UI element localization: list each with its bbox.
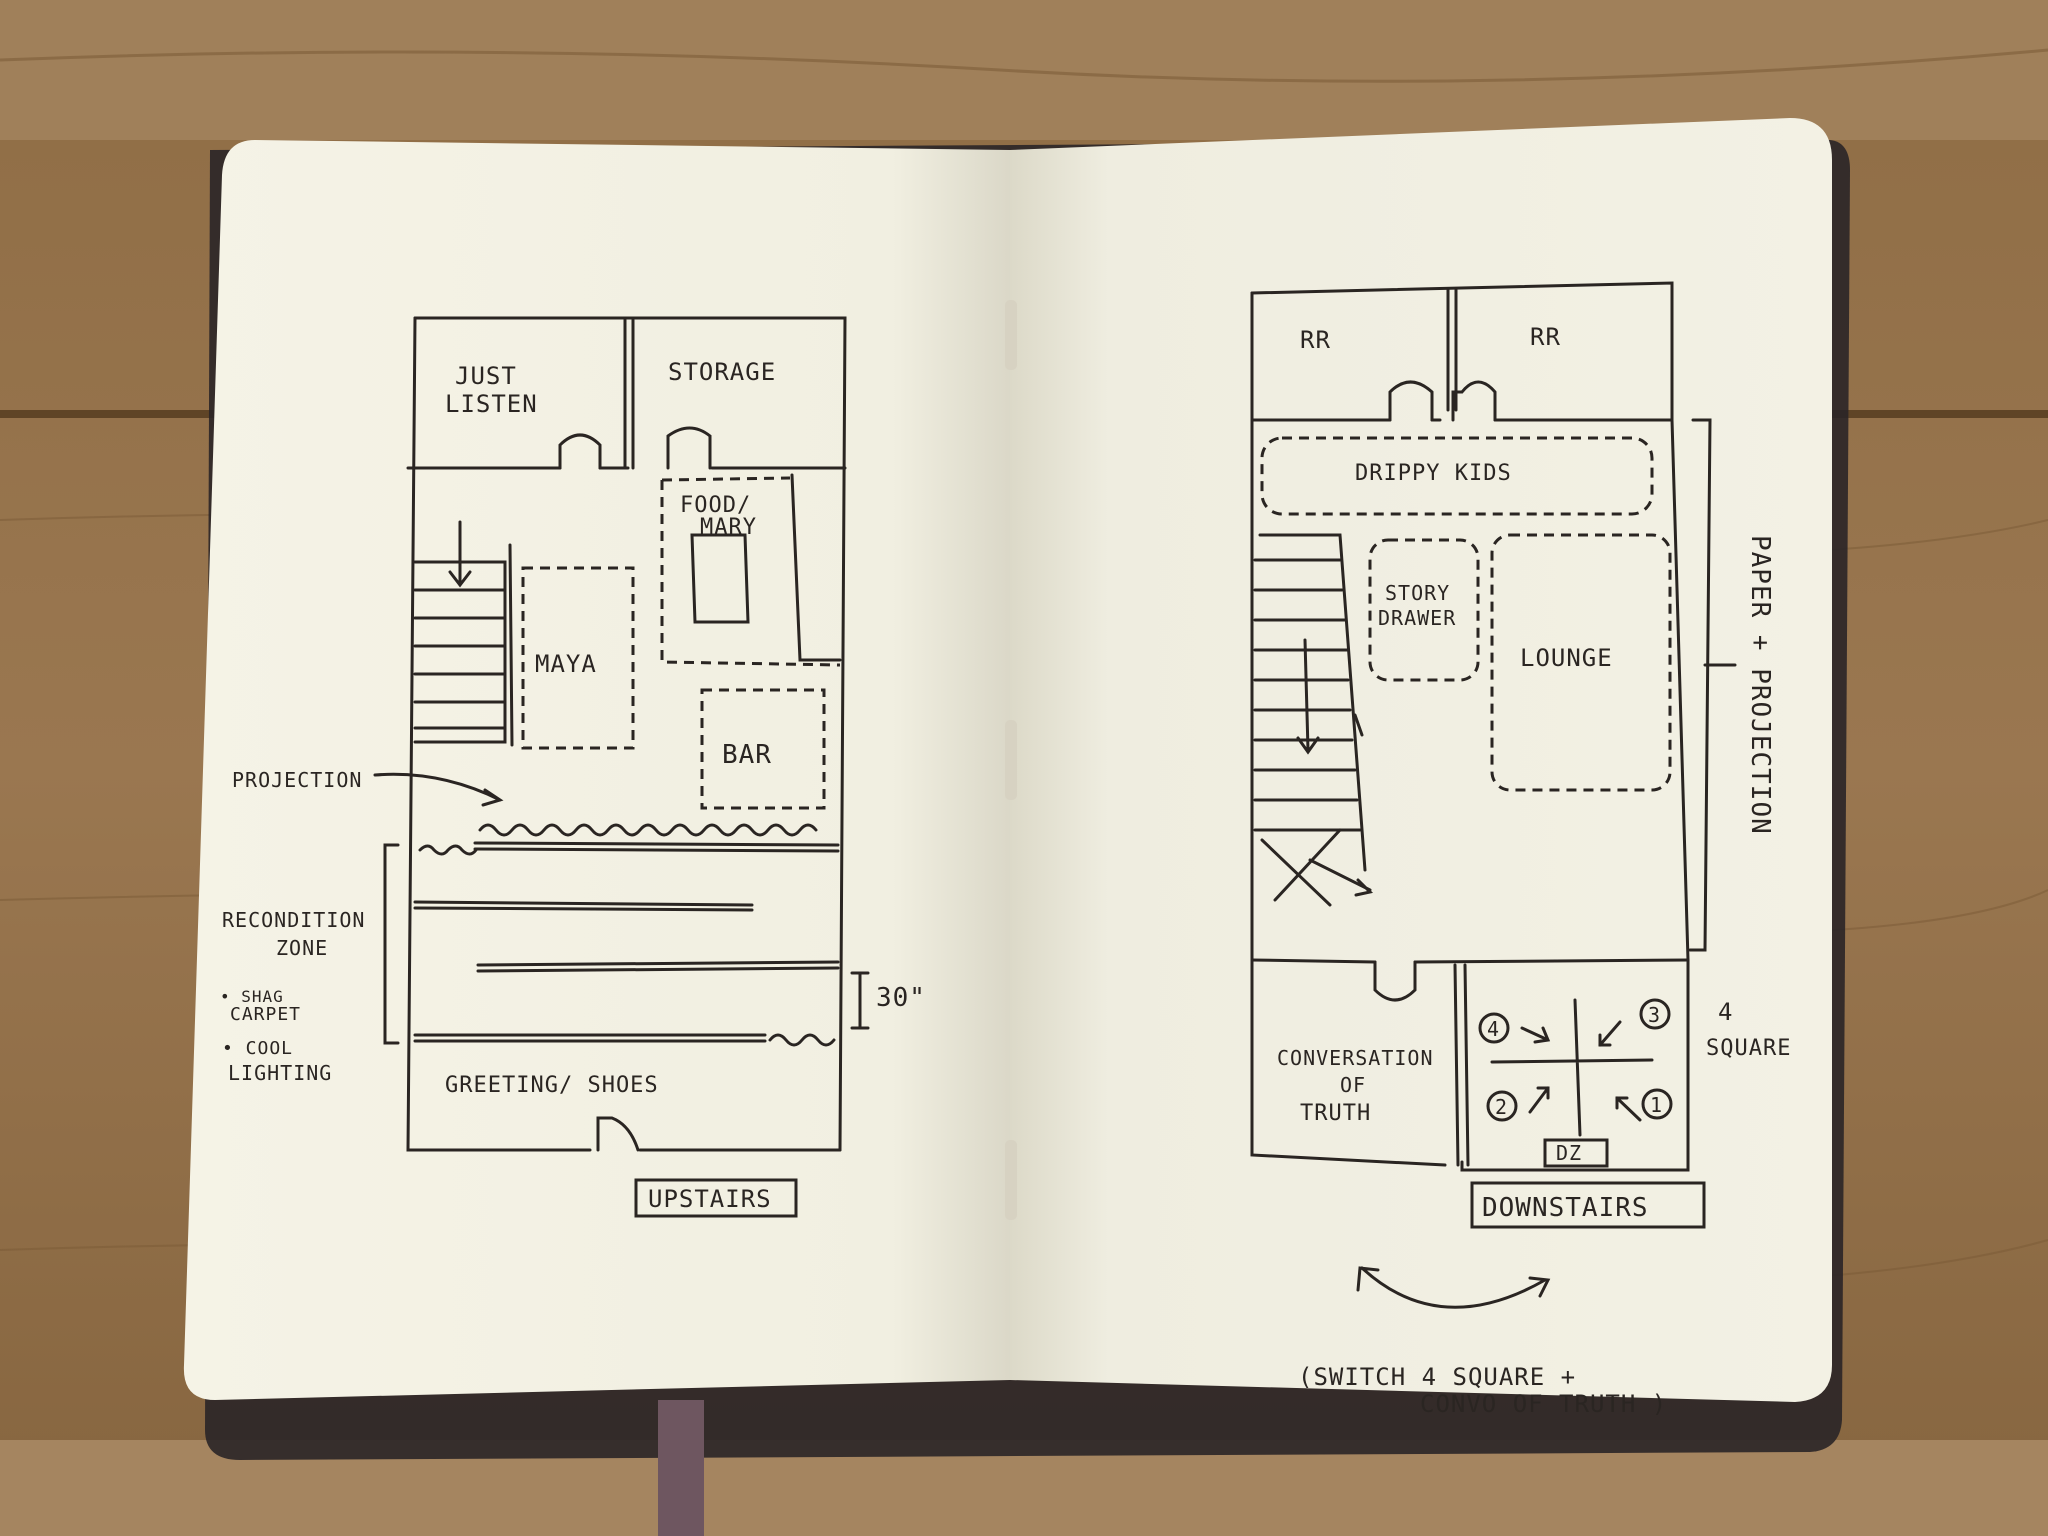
note-cool-2: LIGHTING	[228, 1061, 332, 1085]
room-lounge: LOUNGE	[1520, 644, 1613, 672]
note-shag: • SHAG	[220, 987, 284, 1006]
four-square-num-3: 3	[1648, 1003, 1661, 1027]
note-shag-2: CARPET	[230, 1004, 301, 1025]
upstairs-title-box	[634, 1178, 798, 1218]
label-four-square-2: SQUARE	[1706, 1036, 1791, 1061]
room-storage: STORAGE	[668, 358, 776, 386]
downstairs-plan	[1250, 281, 1737, 1309]
four-square-num-2: 2	[1495, 1095, 1508, 1119]
note-projection: PROJECTION	[232, 768, 362, 792]
room-just-listen: JUST	[455, 362, 517, 390]
upstairs-labels: JUST LISTEN STORAGE FOOD/ MARY MAYA BAR …	[220, 358, 926, 1218]
four-square-num-1: 1	[1650, 1093, 1663, 1117]
note-paper-projection: PAPER + PROJECTION	[1745, 535, 1775, 835]
right-page	[1010, 118, 1832, 1402]
downstairs-title: DOWNSTAIRS	[1482, 1193, 1649, 1223]
note-recondition-2: ZONE	[276, 936, 328, 960]
room-bar: BAR	[722, 740, 772, 770]
upstairs-dashed-zones	[521, 476, 841, 810]
room-drippy-kids: DRIPPY KIDS	[1355, 461, 1512, 486]
room-conversation-3: TRUTH	[1300, 1101, 1371, 1126]
note-switch: (SWITCH 4 SQUARE +	[1298, 1363, 1576, 1391]
room-story-drawer: STORY	[1385, 581, 1450, 605]
spine-stitches	[1005, 300, 1017, 1220]
room-story-drawer-2: DRAWER	[1378, 606, 1456, 630]
downstairs-dashed-zones	[1260, 436, 1672, 792]
note-switch-2: CONVO OF TRUTH )	[1420, 1390, 1667, 1418]
room-rr-left: RR	[1300, 326, 1331, 354]
room-greeting: GREETING/ SHOES	[445, 1073, 659, 1098]
note-recondition: RECONDITION	[222, 908, 365, 932]
bookmark-ribbon	[658, 1400, 704, 1536]
upstairs-plan	[373, 316, 870, 1152]
room-maya: MAYA	[535, 650, 597, 678]
downstairs-labels: RR RR DRIPPY KIDS STORY DRAWER LOUNGE CO…	[1277, 323, 1791, 1418]
room-just-listen-2: LISTEN	[445, 390, 538, 418]
downstairs-title-box	[1470, 1181, 1706, 1229]
room-conversation: CONVERSATION	[1277, 1046, 1434, 1070]
room-rr-right: RR	[1530, 323, 1561, 351]
note-cool: • COOL	[222, 1038, 293, 1059]
room-conversation-2: OF	[1340, 1073, 1366, 1097]
label-dz: DZ	[1556, 1141, 1582, 1165]
label-four-square: 4	[1718, 998, 1733, 1026]
dimension-30: 30"	[876, 983, 926, 1013]
room-mary: MARY	[700, 515, 757, 540]
four-square-num-4: 4	[1487, 1017, 1500, 1041]
left-page	[183, 140, 1018, 1400]
upstairs-title: UPSTAIRS	[648, 1185, 772, 1213]
room-food: FOOD/	[680, 493, 751, 518]
